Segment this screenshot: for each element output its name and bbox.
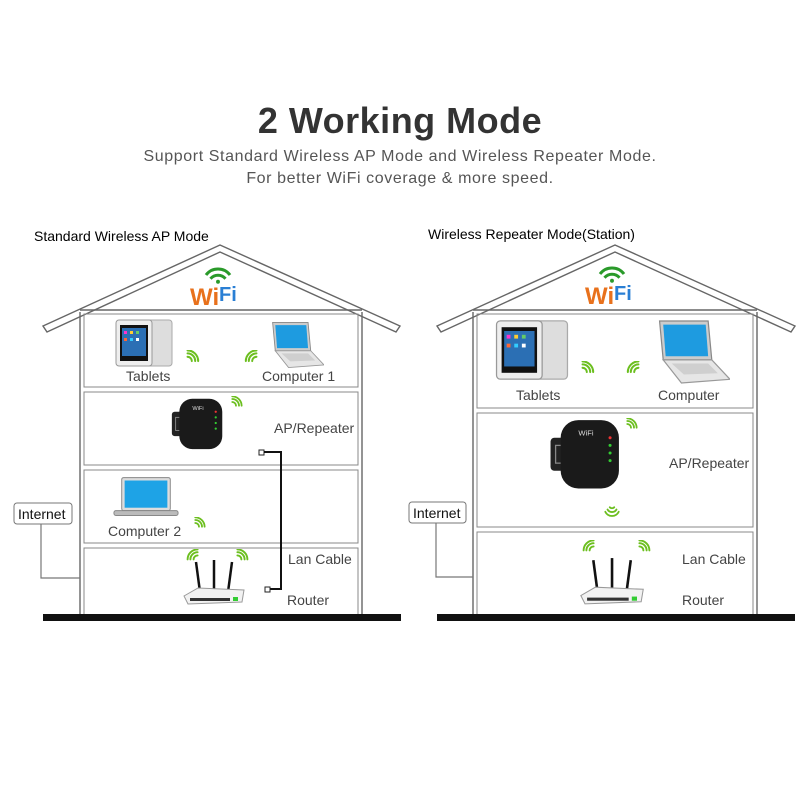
- wifi-logo-fi: Fi: [219, 284, 237, 306]
- router-icon: [182, 558, 246, 606]
- wifi-logo-arcs-icon: [204, 267, 232, 284]
- label-computer-1: Computer 1: [262, 368, 335, 384]
- label-ap-repeater: AP/Repeater: [274, 420, 354, 436]
- label-router: Router: [682, 592, 724, 608]
- label-ap-repeater: AP/Repeater: [669, 455, 749, 471]
- roof: [435, 244, 797, 333]
- laptop-icon: [272, 321, 324, 369]
- label-router: Router: [287, 592, 329, 608]
- wifi-signal-icon: [194, 517, 206, 528]
- repeater-mode-title: Wireless Repeater Mode(Station): [428, 226, 635, 242]
- wifi-signal-icon: [581, 361, 595, 374]
- wifi-signal-icon: [582, 540, 595, 552]
- repeater-mode-diagram: Wireless Repeater Mode(Station) Wi Fi Ta…: [408, 226, 797, 621]
- wifi-signal-icon: [604, 506, 620, 517]
- roof: [41, 244, 402, 333]
- repeater-icon: [549, 419, 620, 490]
- internet-line: [40, 524, 80, 579]
- ap-mode-diagram: Standard Wireless AP Mode Wi Fi Tablets …: [13, 228, 402, 621]
- ground: [437, 614, 795, 621]
- label-computer-2: Computer 2: [108, 523, 181, 539]
- wifi-signal-icon: [236, 549, 249, 561]
- tablet-icon: [115, 319, 173, 367]
- wifi-signal-icon: [186, 350, 200, 363]
- subtitle-line-1: Support Standard Wireless AP Mode and Wi…: [143, 148, 657, 165]
- label-computer: Computer: [658, 387, 720, 403]
- ap-mode-title: Standard Wireless AP Mode: [34, 228, 209, 244]
- label-lan-cable: Lan Cable: [288, 551, 352, 567]
- wifi-logo-arcs-icon: [598, 266, 626, 283]
- label-internet: Internet: [18, 506, 66, 522]
- wifi-signal-icon: [626, 418, 638, 429]
- wifi-signal-icon: [231, 396, 243, 407]
- subtitle-line-2: For better WiFi coverage & more speed.: [246, 170, 554, 187]
- wifi-logo-fi: Fi: [614, 283, 632, 305]
- internet-line: [435, 523, 473, 578]
- label-tablets: Tablets: [126, 368, 170, 384]
- router-icon: [579, 556, 645, 606]
- internet-box: [13, 502, 73, 525]
- laptop-icon: [658, 320, 730, 384]
- label-lan-cable: Lan Cable: [682, 551, 746, 567]
- laptop-icon: [113, 477, 179, 516]
- wifi-logo-wi: Wi: [190, 284, 219, 311]
- ground: [43, 614, 401, 621]
- page-title: 2 Working Mode: [257, 100, 543, 141]
- tablet-icon: [495, 320, 569, 380]
- wifi-signal-icon: [244, 350, 258, 363]
- wifi-signal-icon: [186, 549, 199, 561]
- label-tablets: Tablets: [516, 387, 560, 403]
- label-internet: Internet: [413, 505, 461, 521]
- lan-cable: [258, 449, 282, 593]
- repeater-icon: [171, 398, 223, 450]
- wifi-logo-wi: Wi: [585, 283, 614, 310]
- wifi-signal-icon: [626, 361, 640, 374]
- internet-box: [408, 501, 467, 524]
- wifi-signal-icon: [638, 540, 651, 552]
